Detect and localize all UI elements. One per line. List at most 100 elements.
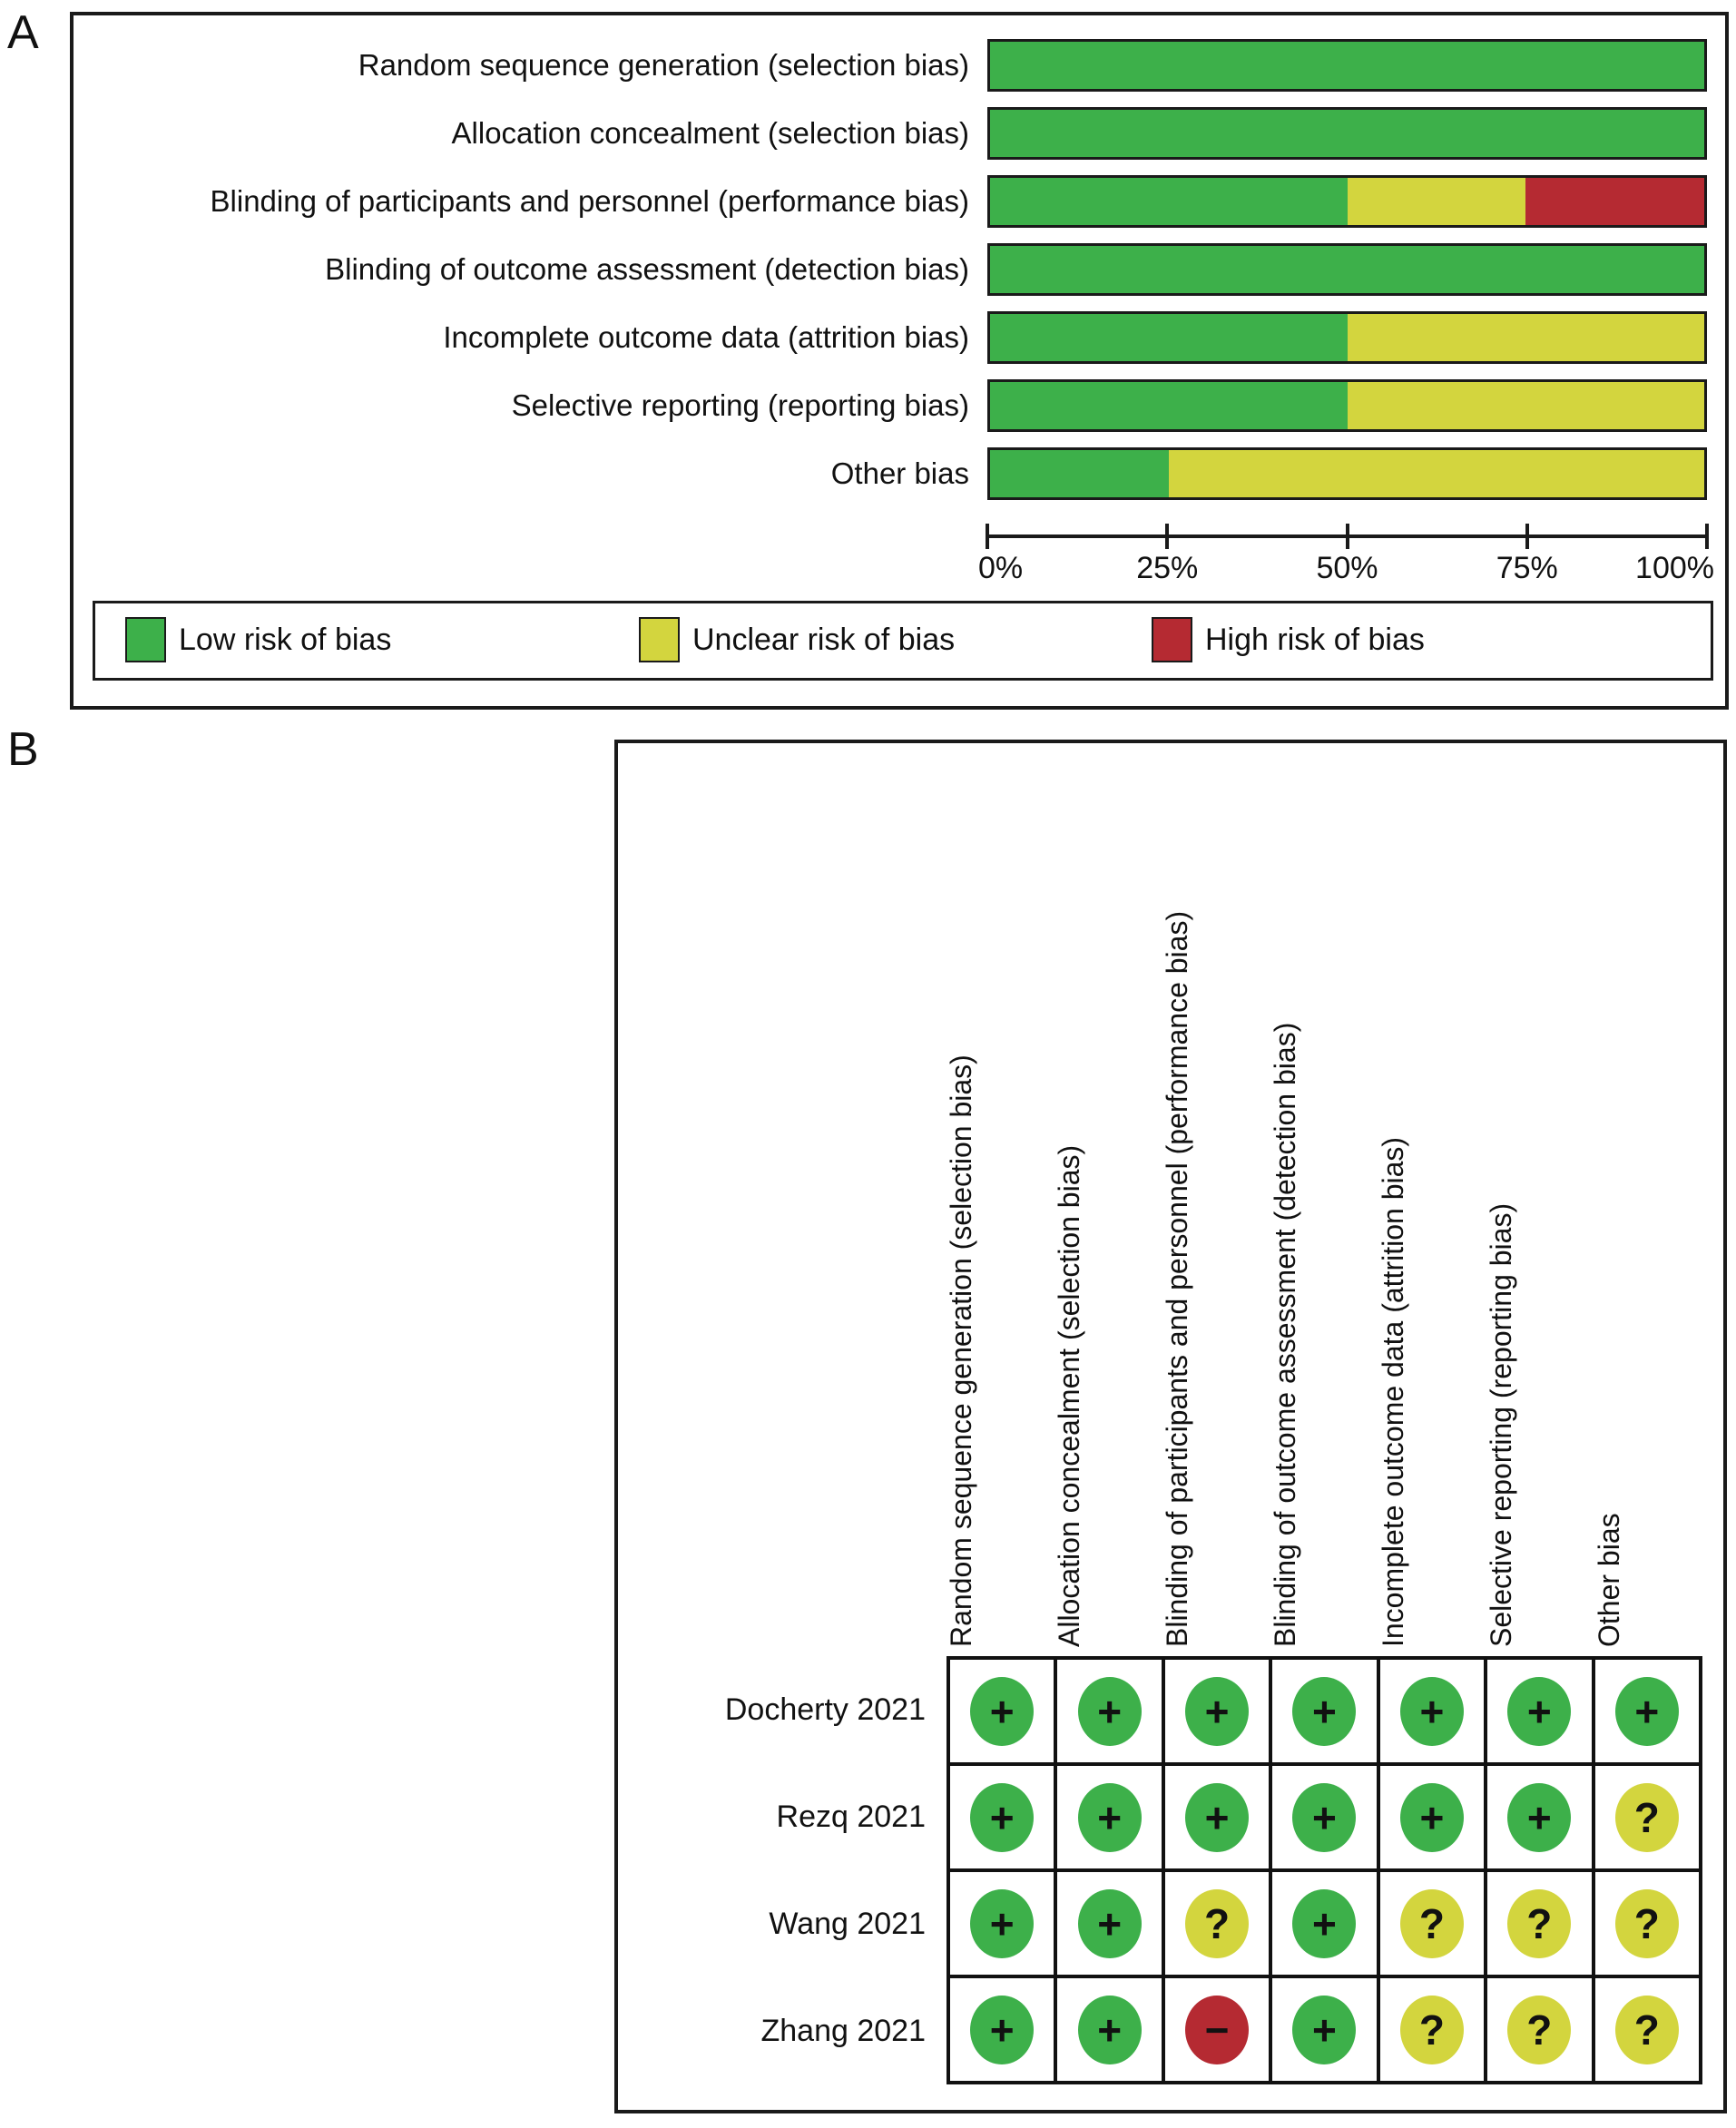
legend-swatch-unclear — [639, 617, 680, 662]
judgment-cell: + — [1378, 1658, 1486, 1764]
judgment-circle-low-risk: + — [1077, 1782, 1142, 1852]
judgment-cell: + — [1270, 1764, 1378, 1870]
judgment-symbol: − — [1204, 2005, 1230, 2054]
judgment-cell: + — [1055, 1658, 1163, 1764]
judgment-circle-low-risk: + — [970, 1888, 1035, 1958]
judgment-circle-low-risk: + — [1507, 1782, 1572, 1852]
bias-domain-label: Random sequence generation (selection bi… — [358, 48, 969, 82]
judgment-cell: ? — [1593, 1870, 1701, 1976]
bar-segment-low — [990, 382, 1348, 429]
judgment-symbol: + — [1634, 1687, 1660, 1735]
judgment-cell: + — [1270, 1658, 1378, 1764]
stacked-bar — [987, 311, 1707, 364]
judgment-symbol: + — [1097, 2005, 1123, 2054]
study-label: Zhang 2021 — [760, 2014, 927, 2048]
judgment-cell: + — [1055, 1870, 1163, 1976]
bar-segment-low — [990, 178, 1348, 225]
column-header-label: Allocation concealment (selection bias) — [1052, 1144, 1085, 1647]
bar-segment-low — [990, 246, 1704, 293]
axis-tick-label: 75% — [1496, 551, 1558, 585]
judgment-symbol: ? — [1526, 2005, 1553, 2054]
judgment-cell: + — [1055, 1976, 1163, 2083]
judgment-grid: + + + + + + + + + + + + +? + +? +??? + + − +??? — [946, 1656, 1702, 2084]
stacked-bar — [987, 39, 1707, 92]
judgment-cell: + — [1378, 1764, 1486, 1870]
judgment-circle-low-risk: + — [970, 1676, 1035, 1746]
stacked-bar — [987, 447, 1707, 500]
judgment-cell: + — [948, 1976, 1056, 2083]
bar-segment-unclear — [1347, 178, 1526, 225]
bias-domain-label: Allocation concealment (selection bias) — [451, 116, 969, 150]
judgment-circle-unclear-risk: ? — [1399, 1995, 1464, 2064]
axis-tick — [1165, 524, 1170, 549]
axis-tick — [1345, 524, 1349, 549]
judgment-cell: − — [1162, 1976, 1271, 2083]
risk-legend-box — [93, 601, 1713, 681]
bias-domain-label: Blinding of outcome assessment (detectio… — [325, 252, 969, 286]
bar-segment-low — [990, 314, 1348, 361]
judgment-symbol: + — [989, 1899, 1015, 1947]
judgment-circle-unclear-risk: ? — [1507, 1995, 1572, 2064]
judgment-circle-high-risk: − — [1185, 1995, 1250, 2064]
judgment-cell: + — [1055, 1764, 1163, 1870]
judgment-circle-low-risk: + — [1292, 1888, 1357, 1958]
judgment-cell: ? — [1378, 1976, 1486, 2083]
judgment-circle-low-risk: + — [1292, 1676, 1357, 1746]
judgment-cell: + — [948, 1870, 1056, 1976]
judgment-cell: + — [1486, 1658, 1594, 1764]
judgment-cell: + — [1162, 1658, 1271, 1764]
judgment-symbol: ? — [1204, 1899, 1231, 1947]
judgment-symbol: ? — [1526, 1899, 1553, 1947]
column-header-label: Selective reporting (reporting bias) — [1484, 1202, 1517, 1647]
judgment-circle-low-risk: + — [1292, 1782, 1357, 1852]
judgment-circle-low-risk: + — [1185, 1782, 1250, 1852]
judgment-circle-low-risk: + — [1077, 1995, 1142, 2064]
axis-tick-label: 25% — [1136, 551, 1199, 585]
column-header-label: Blinding of outcome assessment (detectio… — [1268, 1022, 1301, 1647]
judgment-symbol: ? — [1633, 1899, 1660, 1947]
judgment-circle-low-risk: + — [970, 1995, 1035, 2064]
judgment-symbol: ? — [1418, 1899, 1445, 1947]
legend-swatch-low — [125, 617, 166, 662]
judgment-symbol: + — [1526, 1793, 1552, 1841]
bias-domain-label: Incomplete outcome data (attrition bias) — [443, 320, 969, 354]
judgment-circle-low-risk: + — [1399, 1782, 1464, 1852]
judgment-cell: + — [948, 1764, 1056, 1870]
judgment-symbol: + — [1312, 1793, 1337, 1841]
bar-segment-unclear — [1347, 314, 1704, 361]
study-label: Wang 2021 — [769, 1907, 926, 1941]
bar-segment-low — [990, 110, 1704, 157]
judgment-circle-low-risk: + — [1077, 1676, 1142, 1746]
judgment-symbol: + — [1312, 2005, 1337, 2054]
judgment-circle-low-risk: + — [1077, 1888, 1142, 1958]
column-header-label: Random sequence generation (selection bi… — [944, 1054, 977, 1647]
study-label: Rezq 2021 — [776, 1799, 926, 1834]
judgment-circle-low-risk: + — [1399, 1676, 1464, 1746]
bar-segment-unclear — [1347, 382, 1704, 429]
judgment-circle-low-risk: + — [1292, 1995, 1357, 2064]
judgment-cell: + — [1162, 1764, 1271, 1870]
judgment-cell: ? — [1486, 1976, 1594, 2083]
judgment-cell: ? — [1593, 1976, 1701, 2083]
judgment-circle-low-risk: + — [1614, 1676, 1679, 1746]
study-label: Docherty 2021 — [724, 1692, 926, 1727]
axis-tick — [986, 524, 989, 549]
bias-domain-label: Selective reporting (reporting bias) — [511, 388, 969, 422]
judgment-symbol: ? — [1418, 2005, 1445, 2054]
axis-tick-label: 50% — [1316, 551, 1378, 585]
judgment-cell: ? — [1378, 1870, 1486, 1976]
judgment-circle-unclear-risk: ? — [1614, 1888, 1679, 1958]
judgment-symbol: + — [1204, 1793, 1230, 1841]
panel-b-box — [614, 740, 1727, 2113]
judgment-circle-low-risk: + — [970, 1782, 1035, 1852]
axis-tick-label: 0% — [978, 551, 1024, 585]
bar-segment-low — [990, 42, 1704, 89]
judgment-circle-unclear-risk: ? — [1614, 1782, 1679, 1852]
bar-segment-low — [990, 450, 1169, 497]
legend-label-unclear: Unclear risk of bias — [692, 623, 956, 657]
judgment-circle-unclear-risk: ? — [1614, 1995, 1679, 2064]
judgment-cell: + — [1270, 1976, 1378, 2083]
legend-label-high: High risk of bias — [1205, 623, 1425, 657]
judgment-circle-low-risk: + — [1507, 1676, 1572, 1746]
